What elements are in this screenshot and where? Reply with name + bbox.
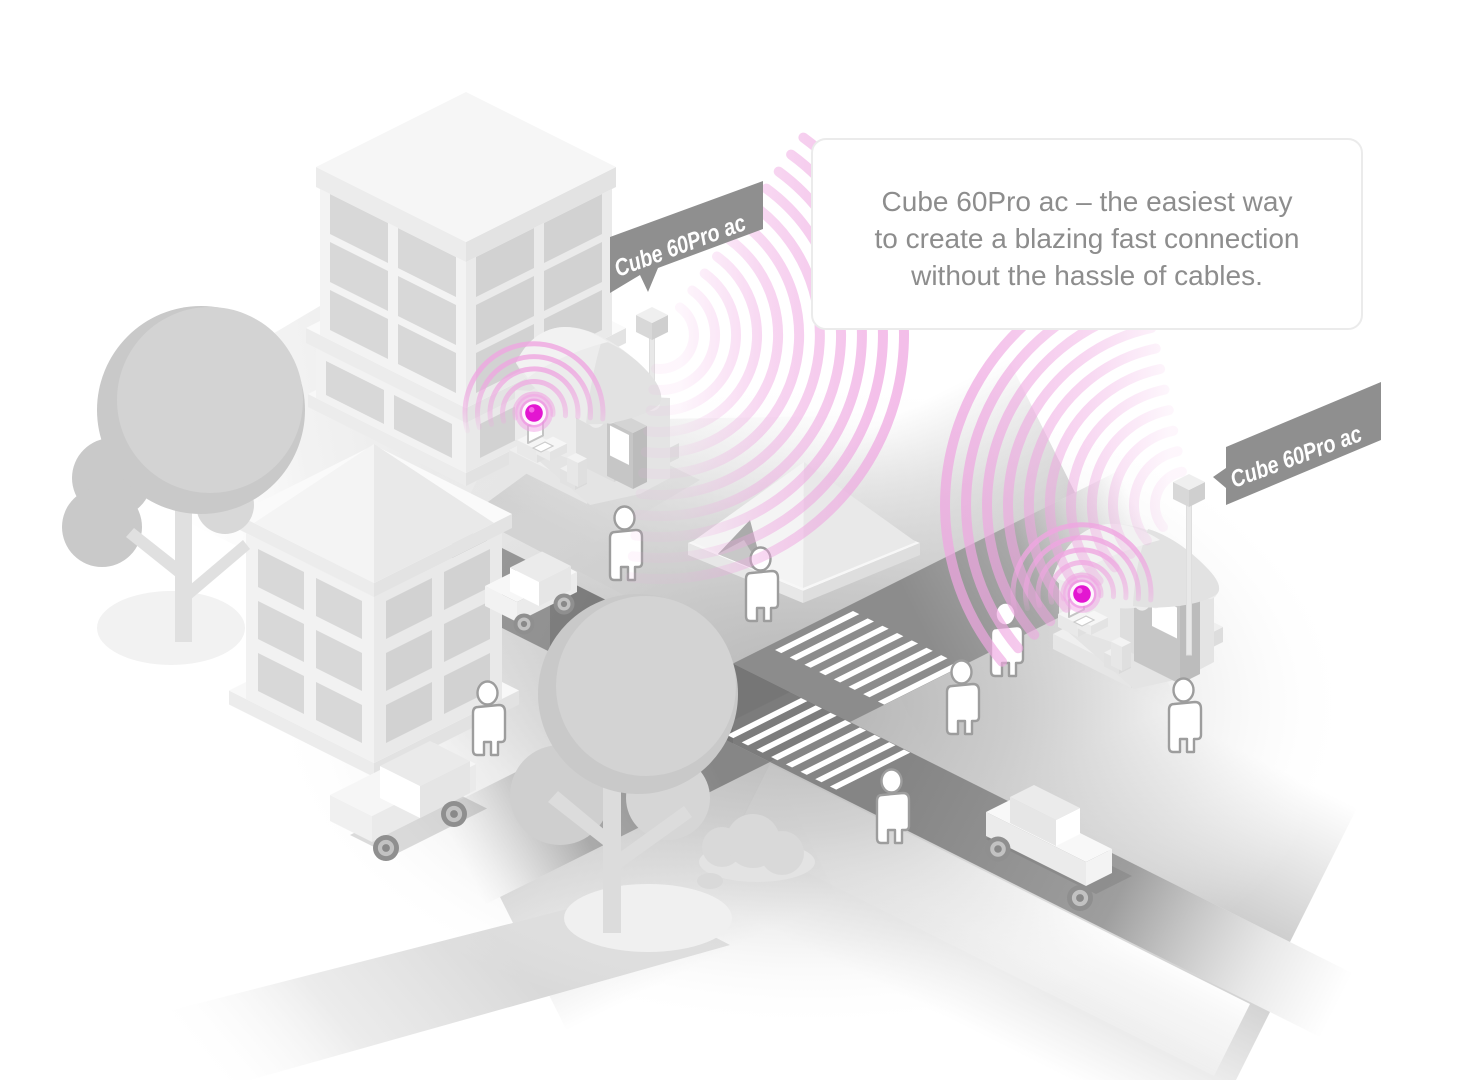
svg-text:Cube 60Pro ac – the easiest wa: Cube 60Pro ac – the easiest way xyxy=(882,186,1293,217)
svg-text:without the hassle of cables.: without the hassle of cables. xyxy=(910,260,1263,291)
svg-text:to create a blazing fast conne: to create a blazing fast connection xyxy=(875,223,1300,254)
